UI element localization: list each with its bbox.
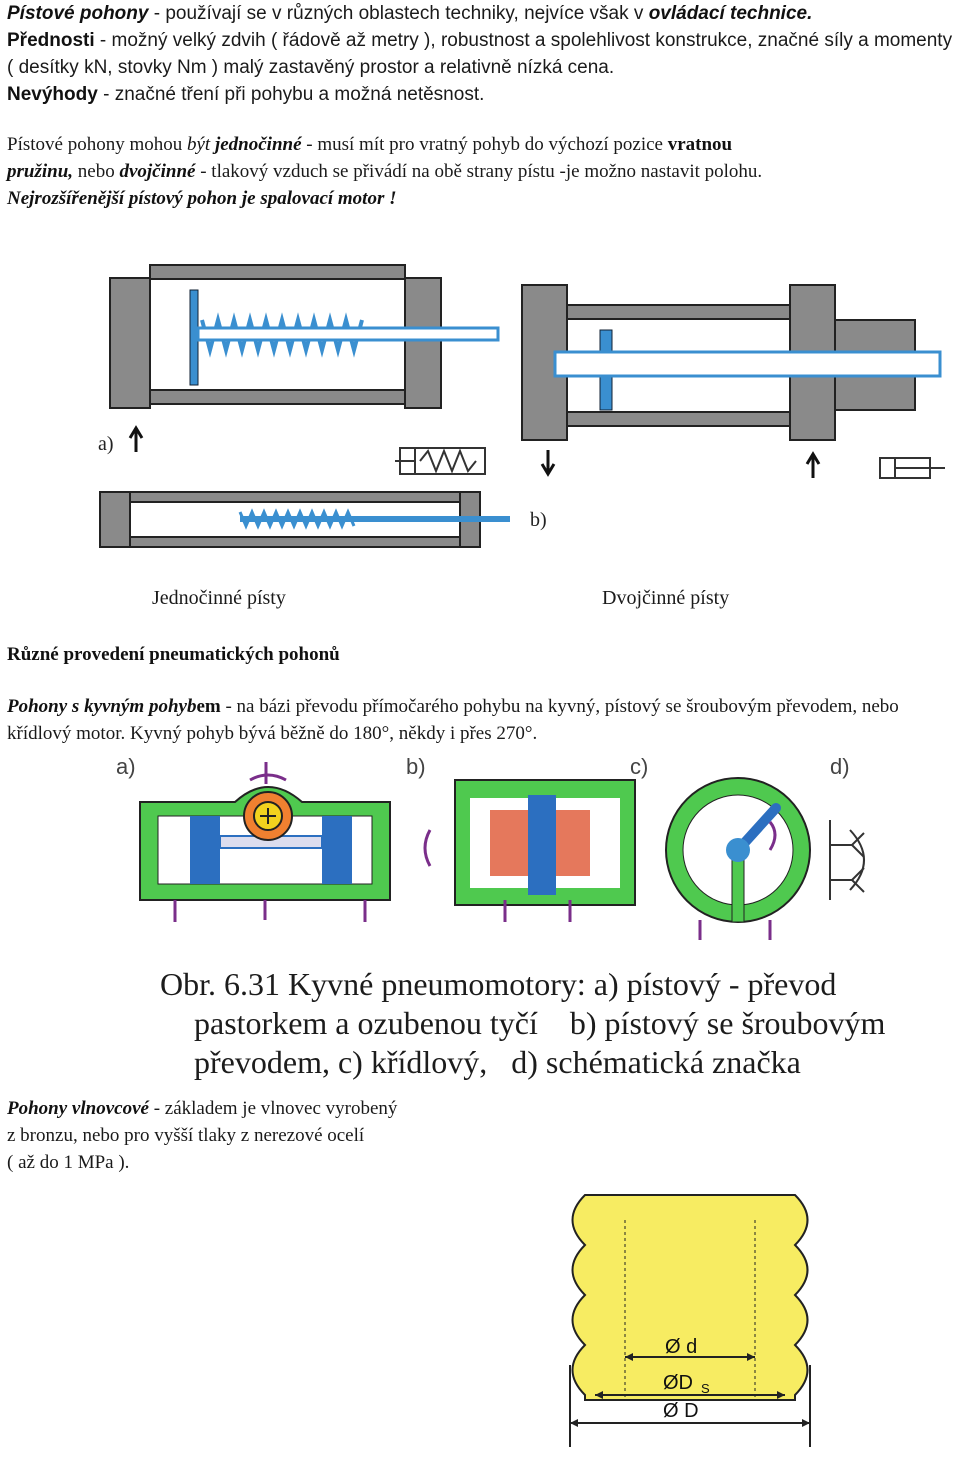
caption-double-acting: Dvojčinné písty <box>602 587 730 609</box>
figure2-label-a: a) <box>116 754 136 779</box>
single-acting-cylinder: a) <box>98 264 500 455</box>
figure2-label-b: b) <box>406 754 426 779</box>
swing-motor-symbol <box>829 820 865 900</box>
dimension-effective-diameter-subscript: S <box>701 1381 710 1396</box>
double-acting-symbol <box>879 457 945 479</box>
types-paragraph: Pístové pohony mohou být jednočinné - mu… <box>7 134 763 209</box>
figure1-label-b: b) <box>530 509 547 531</box>
screw-piston-motor <box>423 779 636 922</box>
disadvantages-term: Nevýhody <box>7 84 98 105</box>
bellows-figure: Ø d ØD S Ø D <box>555 1185 825 1450</box>
rack-pinion-motor <box>139 762 391 922</box>
swing-motors-drawing: a) b) c) d) <box>116 754 865 940</box>
figure2-label-c: c) <box>630 754 648 779</box>
combustion-engine-note: Nejrozšířenější pístový pohon je spalova… <box>7 188 397 209</box>
swing-motors-figure: a) b) c) d) <box>110 750 910 950</box>
advantages-term: Přednosti <box>7 30 95 51</box>
caption-single-acting: Jednočinné písty <box>152 587 286 609</box>
vane-motor <box>665 777 811 940</box>
bellows-paragraph: Pohony vlnovcové - základem je vlnovec v… <box>7 1098 398 1173</box>
piston-cylinders-figure: a) b) <box>90 250 950 560</box>
dimension-effective-diameter: ØD <box>663 1372 693 1394</box>
figure2-caption: Obr. 6.31 Kyvné pneumomotory: a) pístový… <box>160 966 886 1080</box>
double-acting-cylinder <box>521 284 942 478</box>
pneumatic-heading: Různé provedení pneumatických pohonů <box>7 644 340 665</box>
intro-term-pistove-pohony: Pístové pohony <box>7 3 149 24</box>
single-acting-symbol <box>395 447 486 475</box>
piston-cylinders-drawing: a) b) <box>98 264 945 548</box>
dimension-outer-diameter: Ø D <box>663 1400 699 1422</box>
dimension-inner-diameter: Ø d <box>665 1336 697 1358</box>
figure1-label-a: a) <box>98 433 114 455</box>
intro-paragraph: Pístové pohony - používají se v různých … <box>7 3 953 105</box>
figure2-label-d: d) <box>830 754 850 779</box>
swing-paragraph: Pohony s kyvným pohybem - na bázi převod… <box>7 696 899 744</box>
compact-single-acting-cylinder <box>99 491 510 548</box>
bellows-drawing: Ø d ØD S Ø D <box>569 1194 811 1447</box>
